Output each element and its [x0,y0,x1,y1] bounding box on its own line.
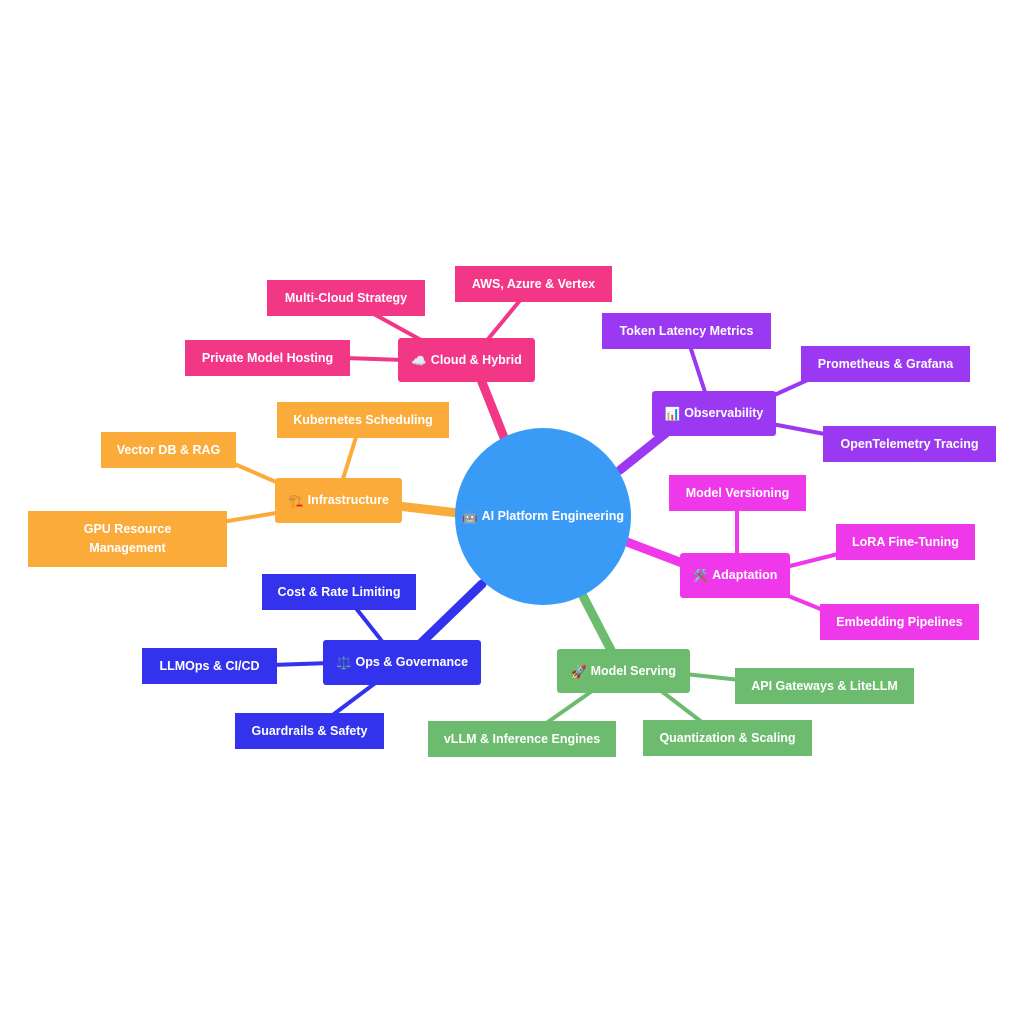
edge-serving-api [684,672,741,682]
edge-center-serving [578,591,618,659]
leaf-gpu-resource-management[interactable]: GPU Resource Management [28,511,227,567]
edge-ops-cost [353,605,387,647]
leaf-vllm-inference-engines[interactable]: vLLM & Inference Engines [428,721,616,757]
branch-infrastructure[interactable]: 🏗️Infrastructure [275,478,402,523]
leaf-vector-db-rag[interactable]: Vector DB & RAG [101,432,236,468]
leaf-lora-fine-tuning[interactable]: LoRA Fine-Tuning [836,524,975,560]
robot-icon: 🤖 [462,509,478,524]
edge-observ-otel [771,422,831,437]
edge-serving-quant [658,688,705,725]
branch-adaptation[interactable]: 🛠️Adaptation [680,553,790,598]
branch-cloud-hybrid[interactable]: ☁️Cloud & Hybrid [398,338,535,382]
leaf-multi-cloud-strategy[interactable]: Multi-Cloud Strategy [267,280,425,316]
scales-icon: ⚖️ [335,655,352,670]
cloud-icon: ☁️ [411,352,427,368]
branch-label: Ops & Governance [355,655,469,669]
center-label: AI Platform Engineering [481,509,624,523]
edge-ops-guard [328,679,380,719]
leaf-prometheus-grafana[interactable]: Prometheus & Grafana [801,346,970,382]
center-node[interactable]: 🤖AI Platform Engineering [455,428,631,605]
branch-ops-governance[interactable]: ⚖️Ops & Governance [323,640,481,685]
bar-chart-icon: 📊 [664,406,681,421]
leaf-token-latency-metrics[interactable]: Token Latency Metrics [602,313,771,349]
leaf-cost-rate-limiting[interactable]: Cost & Rate Limiting [262,574,416,610]
leaf-private-model-hosting[interactable]: Private Model Hosting [185,340,350,376]
leaf-api-gateways-litellm[interactable]: API Gateways & LiteLLM [735,668,914,704]
edge-cloud-private [344,356,405,362]
tools-icon: 🛠️ [692,568,709,583]
branch-model-serving[interactable]: 🚀Model Serving [557,649,690,693]
construction-icon: 🏗️ [288,493,304,508]
leaf-quantization-scaling[interactable]: Quantization & Scaling [643,720,812,756]
edge-ops-llmops [271,661,331,667]
edge-center-ops [413,579,487,651]
leaf-llmops-ci-cd[interactable]: LLMOps & CI/CD [142,648,277,684]
edge-adapt-lora [785,551,843,569]
edge-serving-vllm [543,687,597,726]
leaf-model-versioning[interactable]: Model Versioning [669,475,806,511]
edge-center-infra [393,501,463,518]
leaf-embedding-pipelines[interactable]: Embedding Pipelines [820,604,979,640]
leaf-guardrails-safety[interactable]: Guardrails & Safety [235,713,384,749]
rocket-icon: 🚀 [570,663,587,679]
edge-infra-k8s [340,433,359,483]
edge-cloud-aws [482,296,524,346]
leaf-opentelemetry-tracing[interactable]: OpenTelemetry Tracing [823,426,996,462]
branch-label: Adaptation [712,568,778,582]
edge-observ-token [688,345,708,396]
leaf-kubernetes-scheduling[interactable]: Kubernetes Scheduling [277,402,449,438]
branch-label: Model Serving [590,663,676,678]
branch-label: Cloud & Hybrid [430,352,522,367]
leaf-aws-azure-vertex[interactable]: AWS, Azure & Vertex [455,266,612,302]
branch-label: Infrastructure [307,493,389,507]
branch-label: Observability [684,406,764,420]
edge-center-cloud [473,367,510,445]
branch-observability[interactable]: 📊Observability [652,391,776,436]
edge-center-adapt [622,537,695,571]
edge-infra-gpu [221,510,283,524]
